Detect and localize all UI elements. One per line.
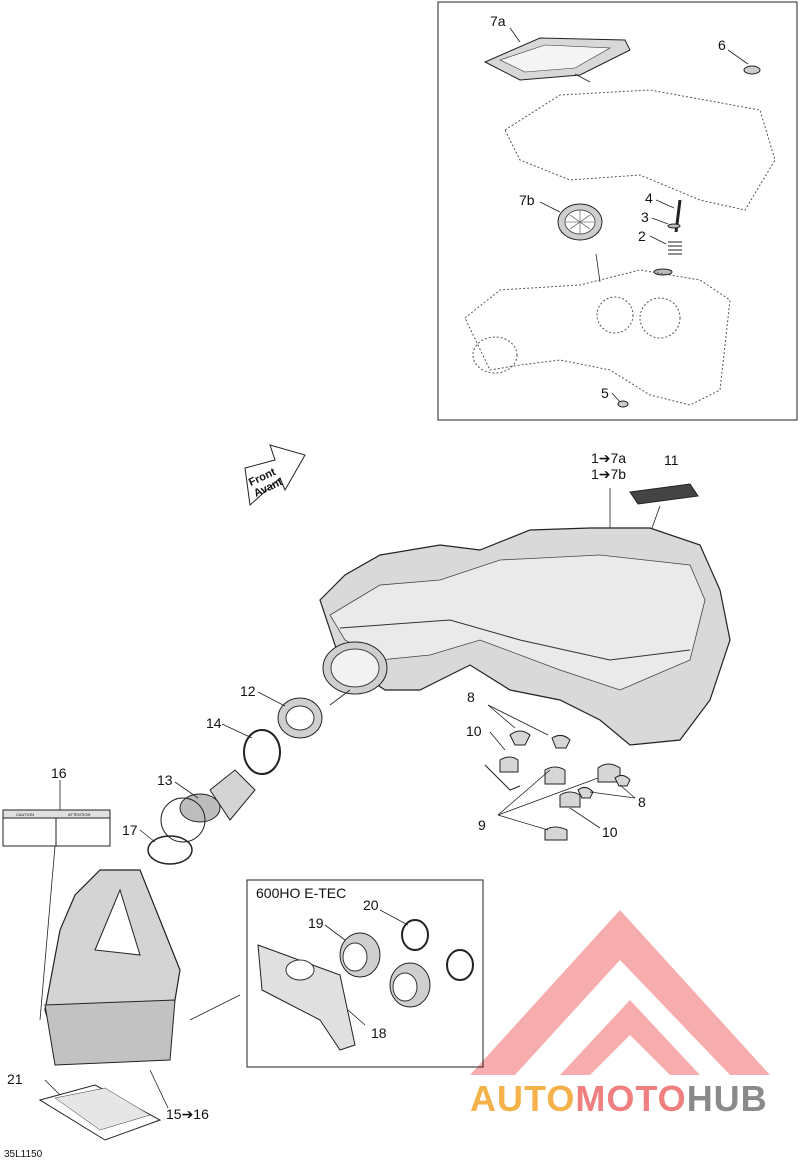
- callout-1-7b: 1➔7b: [591, 466, 627, 482]
- upper-housing-top: [504, 89, 776, 211]
- watermark-brand: AUTOMOTOHUB: [470, 1078, 768, 1119]
- callout-7b: 7b: [519, 192, 535, 208]
- main-airbox: [319, 527, 731, 746]
- decal-16: [2, 809, 111, 847]
- pad-21: [38, 1084, 162, 1141]
- upper-inset-frame: [437, 1, 798, 421]
- adapter-13: [160, 769, 256, 843]
- nut-5: [617, 400, 629, 408]
- callout-7a: 7a: [490, 13, 506, 29]
- callout-5: 5: [601, 385, 609, 401]
- callout-13: 13: [157, 772, 173, 788]
- callout-14: 14: [206, 715, 222, 731]
- callout-4: 4: [645, 190, 653, 206]
- decal-attention-header: ATTENTION: [68, 812, 91, 817]
- filter-7b: [557, 203, 603, 241]
- callout-9: 9: [478, 817, 486, 833]
- callout-17: 17: [122, 822, 138, 838]
- gasket-17: [147, 835, 193, 865]
- callout-12: 12: [240, 683, 256, 699]
- engine-inset-frame: [246, 879, 484, 1068]
- callout-1-7a: 1➔7a: [591, 450, 627, 466]
- callout-8-lower: 8: [638, 794, 646, 810]
- callout-20: 20: [363, 897, 379, 913]
- bolt-spring-stack: [653, 199, 682, 276]
- callout-10-lower: 10: [602, 824, 618, 840]
- front-arrow-icon: [244, 444, 306, 507]
- leader-lines-lower: [39, 689, 636, 1109]
- callout-10-upper: 10: [466, 723, 482, 739]
- grommet-6: [743, 65, 761, 75]
- lower-housing: [464, 269, 731, 406]
- diagram-code: 35L1150: [4, 1149, 43, 1160]
- callout-21: 21: [7, 1071, 23, 1087]
- callout-3: 3: [641, 209, 649, 225]
- callout-6: 6: [718, 37, 726, 53]
- callout-19: 19: [308, 915, 324, 931]
- boot-12: [277, 697, 323, 739]
- decal-caution-header: CAUTION: [16, 812, 34, 817]
- callout-11: 11: [664, 452, 679, 468]
- clip-set: [484, 730, 631, 841]
- ring-14: [243, 729, 281, 775]
- engine-inset-parts: [257, 909, 474, 1051]
- silencer-box: [44, 869, 181, 1066]
- leader-lines-upper: [509, 27, 749, 538]
- inset-title: 600HO E-TEC: [256, 885, 347, 901]
- filter-cover-7a: [483, 37, 631, 81]
- callout-15-16: 15➔16: [166, 1106, 209, 1122]
- callout-18: 18: [371, 1025, 387, 1041]
- callout-8-upper: 8: [467, 689, 475, 705]
- decal-11: [629, 483, 699, 505]
- watermark-logo-icon: [470, 910, 770, 1075]
- callout-16: 16: [51, 765, 67, 781]
- callout-2: 2: [638, 228, 646, 244]
